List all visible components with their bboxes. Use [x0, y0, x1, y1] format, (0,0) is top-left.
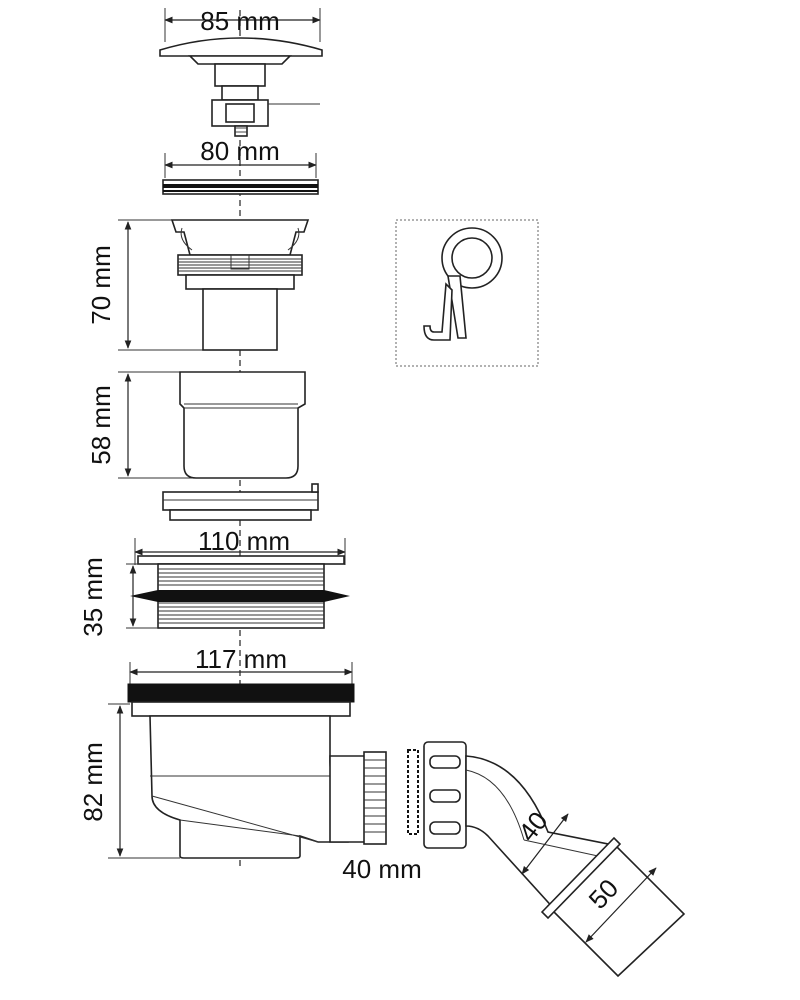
cover-plate-part	[162, 153, 319, 195]
flange-gasket	[130, 590, 350, 602]
elbow-outlet-part	[407, 741, 686, 978]
cap-part	[159, 8, 323, 137]
outlet-thread	[364, 759, 386, 833]
base-height-label: 82 mm	[78, 742, 108, 821]
cup-part	[118, 371, 306, 479]
siphon-housing-part	[108, 662, 387, 859]
thread-height-label: 35 mm	[78, 557, 108, 636]
threaded-flange-part	[126, 538, 350, 629]
cup-height-label: 58 mm	[86, 385, 116, 464]
hook-detail-inset	[395, 219, 539, 367]
seal-ring-part	[162, 483, 319, 521]
flange-width-label: 110 mm	[198, 526, 290, 556]
strainer-body-part	[118, 219, 310, 351]
cap-width-label: 85 mm	[200, 6, 279, 36]
flange-thread	[158, 568, 324, 624]
outlet-washer	[407, 749, 419, 835]
body-thread	[178, 258, 302, 272]
outlet-diameter-label: 40 mm	[342, 854, 421, 884]
base-width-label: 117 mm	[195, 644, 287, 674]
body-height-label: 70 mm	[86, 245, 116, 324]
plate-width-label: 80 mm	[200, 136, 279, 166]
